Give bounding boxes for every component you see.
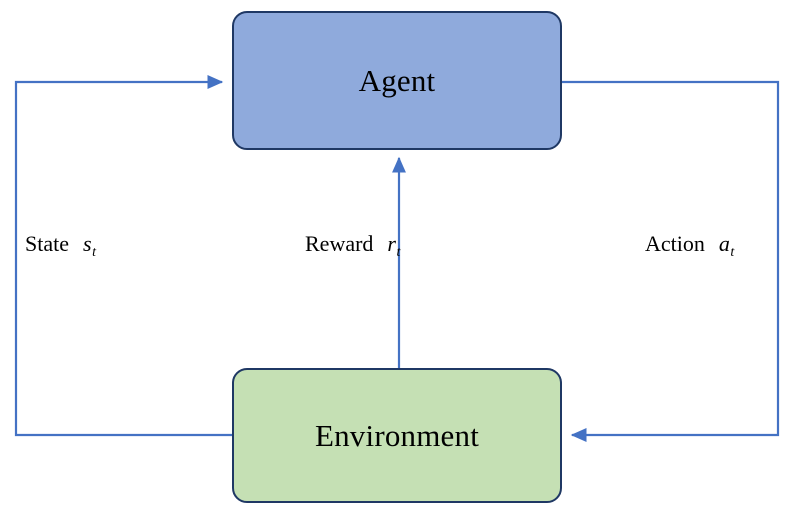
node-environment[interactable]: Environment — [232, 368, 562, 503]
edge-label-reward-symbol-base: r — [387, 231, 396, 256]
edge-label-action-subscript: t — [730, 245, 735, 260]
edge-action-connector — [562, 80, 780, 442]
edge-state-connector — [14, 75, 232, 437]
edge-label-action-text: Action — [645, 231, 705, 256]
edge-label-reward-symbol: rt — [373, 231, 400, 260]
edge-label-action-symbol-base: a — [718, 231, 730, 256]
edge-label-state-symbol: st — [69, 231, 96, 260]
node-agent[interactable]: Agent — [232, 11, 562, 150]
edge-label-state-text: State — [25, 231, 69, 256]
node-agent-label: Agent — [358, 63, 436, 98]
node-environment-label: Environment — [314, 418, 480, 453]
edge-label-reward-subscript: t — [396, 245, 401, 260]
edge-label-reward-text: Reward — [305, 231, 374, 256]
edge-label-state-symbol-base: s — [83, 231, 92, 256]
edge-label-action-symbol: at — [705, 231, 734, 260]
edge-label-state-subscript: t — [92, 245, 96, 260]
